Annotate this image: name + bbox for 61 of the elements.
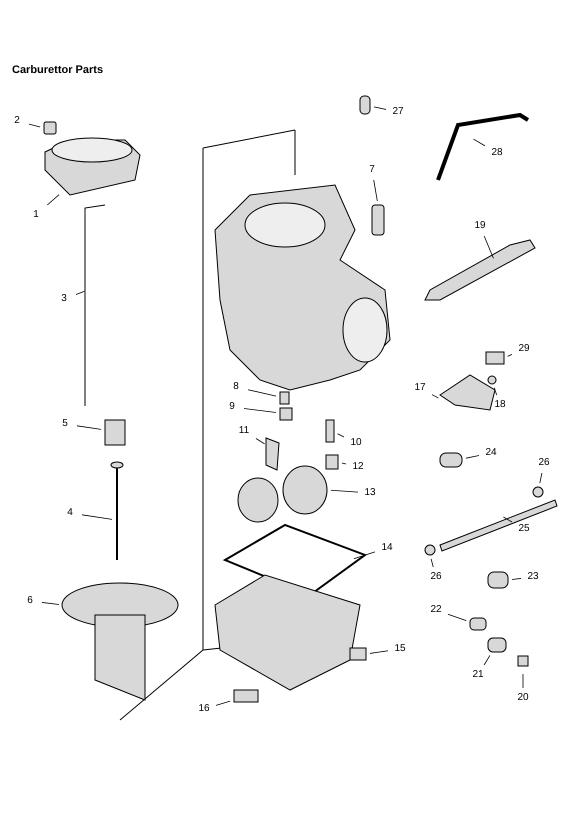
leader-line (370, 650, 388, 654)
callout-number: 23 (525, 570, 541, 584)
callout-number: 15 (392, 642, 408, 656)
callout-number: 6 (22, 594, 38, 608)
leader-line (507, 354, 512, 357)
callout-number: 3 (56, 292, 72, 306)
callout-number: 7 (364, 163, 380, 177)
callout-number: 21 (470, 668, 486, 682)
leader-line (373, 180, 378, 202)
callout-number: 22 (428, 603, 444, 617)
callout-number: 13 (362, 486, 378, 500)
leader-line (341, 462, 346, 464)
leader-line (76, 425, 102, 430)
leader-line (374, 106, 386, 110)
leader-line (82, 514, 112, 520)
leader-line (353, 552, 376, 560)
leader-line (484, 236, 494, 259)
leader-line (248, 389, 276, 397)
callout-number: 12 (350, 460, 366, 474)
leader-line (337, 433, 344, 438)
leader-line (216, 700, 231, 706)
leader-line (76, 291, 85, 295)
leader-line (494, 387, 498, 396)
leader-line (466, 455, 480, 459)
callout-number: 18 (492, 398, 508, 412)
callout-number: 14 (379, 541, 395, 555)
callout-number: 28 (489, 146, 505, 160)
leader-line (539, 472, 542, 484)
callout-number: 1 (28, 208, 44, 222)
callout-number: 16 (196, 702, 212, 716)
callout-number: 2 (9, 114, 25, 128)
leader-line (448, 614, 467, 622)
leader-line (522, 674, 524, 688)
leader-line (28, 124, 41, 128)
callout-number: 10 (348, 436, 364, 450)
callout-number: 11 (236, 424, 252, 438)
callout-number: 4 (62, 506, 78, 520)
leader-line (503, 516, 512, 522)
leader-line (46, 194, 60, 206)
diagram-title: Carburettor Parts (12, 64, 104, 76)
leader-line (430, 558, 434, 568)
callout-number: 27 (390, 105, 406, 119)
leader-line (484, 655, 490, 666)
leader-line (42, 602, 60, 605)
callout-number: 26 (428, 570, 444, 584)
callout-number: 19 (472, 219, 488, 233)
leader-line (432, 394, 439, 398)
callout-number: 26 (536, 456, 552, 470)
leader-line (473, 138, 486, 146)
callout-number: 29 (516, 342, 532, 356)
callout-number: 20 (515, 691, 531, 705)
leader-line (256, 438, 265, 444)
callout-number: 9 (224, 400, 240, 414)
callout-number: 5 (57, 417, 73, 431)
leader-line (244, 408, 276, 413)
callout-number: 8 (228, 380, 244, 394)
leader-line (512, 578, 522, 580)
callout-number: 17 (412, 381, 428, 395)
callout-number: 25 (516, 522, 532, 536)
leader-line (330, 490, 358, 493)
callout-number: 24 (483, 446, 499, 460)
